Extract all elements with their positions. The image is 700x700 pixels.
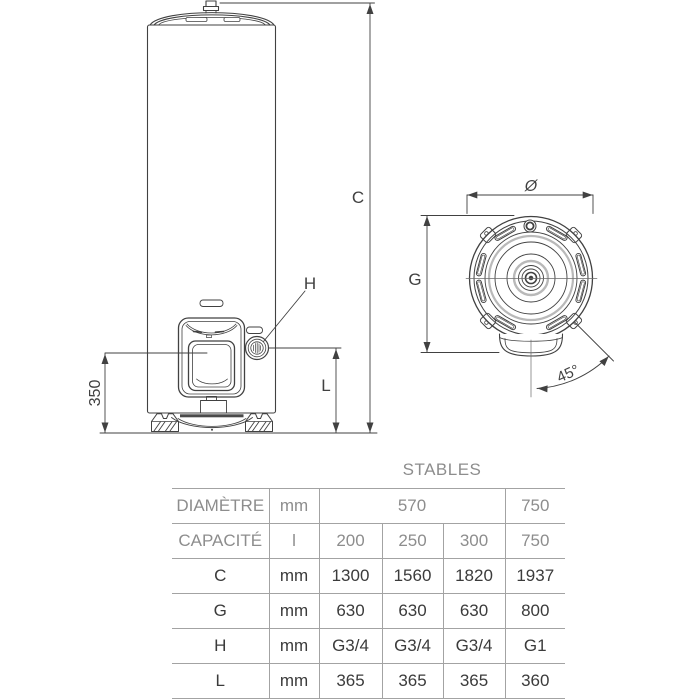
dim-label-350: 350	[87, 380, 104, 407]
table-cell: 1560	[382, 558, 444, 594]
dim-label-H: H	[304, 274, 316, 293]
table-cell: 800	[505, 593, 566, 629]
row-unit: mm	[269, 558, 320, 594]
table-cell: 630	[319, 593, 383, 629]
body-slot	[199, 299, 224, 307]
top-fitting-circle	[523, 219, 537, 233]
row-label: CAPACITÉ	[172, 523, 270, 559]
row-label: DIAMÈTRE	[172, 488, 270, 524]
table-cell: G3/4	[382, 628, 444, 664]
table-cell: 365	[319, 663, 383, 699]
dim-label-G: G	[408, 270, 421, 289]
row-unit: l	[269, 523, 320, 559]
row-label: G	[172, 593, 270, 629]
table-row-diametre: DIAMÈTRE mm 570 750	[172, 488, 566, 524]
table-cell: 365	[443, 663, 506, 699]
table-row-g: G mm 630 630 630 800	[172, 593, 566, 629]
table-row-l: L mm 365 365 365 360	[172, 663, 566, 699]
spec-table: STABLES DIAMÈTRE mm 570 750 CAPACITÉ l 2…	[172, 452, 566, 699]
tank-base	[171, 414, 253, 431]
table-cell: 1937	[505, 558, 566, 594]
table-cell: 570	[319, 488, 506, 524]
table-cell: 300	[443, 523, 506, 559]
dim-label-diameter: Ø	[524, 178, 539, 195]
foot-left	[151, 413, 179, 432]
table-cell: 750	[505, 488, 566, 524]
body-slot-right	[246, 326, 263, 334]
panel-window	[187, 340, 236, 392]
table-cell: G3/4	[443, 628, 506, 664]
table-row-capacite: CAPACITÉ l 200 250 300 750	[172, 523, 566, 559]
table-cell: 630	[382, 593, 444, 629]
row-unit: mm	[269, 663, 320, 699]
hydraulic-connection	[244, 335, 270, 361]
slot-ring	[475, 225, 587, 331]
dimension-arrows-front	[101, 4, 374, 433]
table-cell: 365	[382, 663, 444, 699]
top-pipe-fitting	[202, 0, 220, 14]
front-view	[99, 0, 378, 434]
row-label: L	[172, 663, 270, 699]
dimension-lines-front	[99, 2, 378, 434]
table-cell: 200	[319, 523, 383, 559]
row-unit: mm	[269, 593, 320, 629]
top-view	[420, 191, 614, 398]
control-panel	[177, 317, 246, 414]
row-unit: mm	[269, 628, 320, 664]
table-group-row: STABLES	[172, 452, 565, 489]
dimension-lines-top	[420, 194, 614, 389]
tank-dome	[149, 12, 275, 26]
table-cell: 630	[443, 593, 506, 629]
table-cell: 750	[505, 523, 566, 559]
table-cell: G3/4	[319, 628, 383, 664]
table-spacer-cell	[172, 452, 319, 489]
table-row-h: H mm G3/4 G3/4 G3/4 G1	[172, 628, 566, 664]
table-cell: 250	[382, 523, 444, 559]
table-cell: 1300	[319, 558, 383, 594]
foot-right	[245, 413, 273, 432]
dim-label-45: 45°	[554, 362, 582, 387]
dim-label-C: C	[352, 188, 364, 207]
tank-top-circles	[468, 215, 594, 341]
table-row-c: C mm 1300 1560 1820 1937	[172, 558, 566, 594]
table-cell: 360	[505, 663, 566, 699]
row-label: C	[172, 558, 270, 594]
table-group-header: STABLES	[402, 460, 482, 479]
table-cell: G1	[505, 628, 566, 664]
row-unit: mm	[269, 488, 320, 524]
dimension-drawing: C H L 350	[87, 0, 614, 434]
centerlines	[465, 278, 598, 398]
row-label: H	[172, 628, 270, 664]
table-cell: 1820	[443, 558, 506, 594]
dim-label-L: L	[321, 376, 330, 395]
